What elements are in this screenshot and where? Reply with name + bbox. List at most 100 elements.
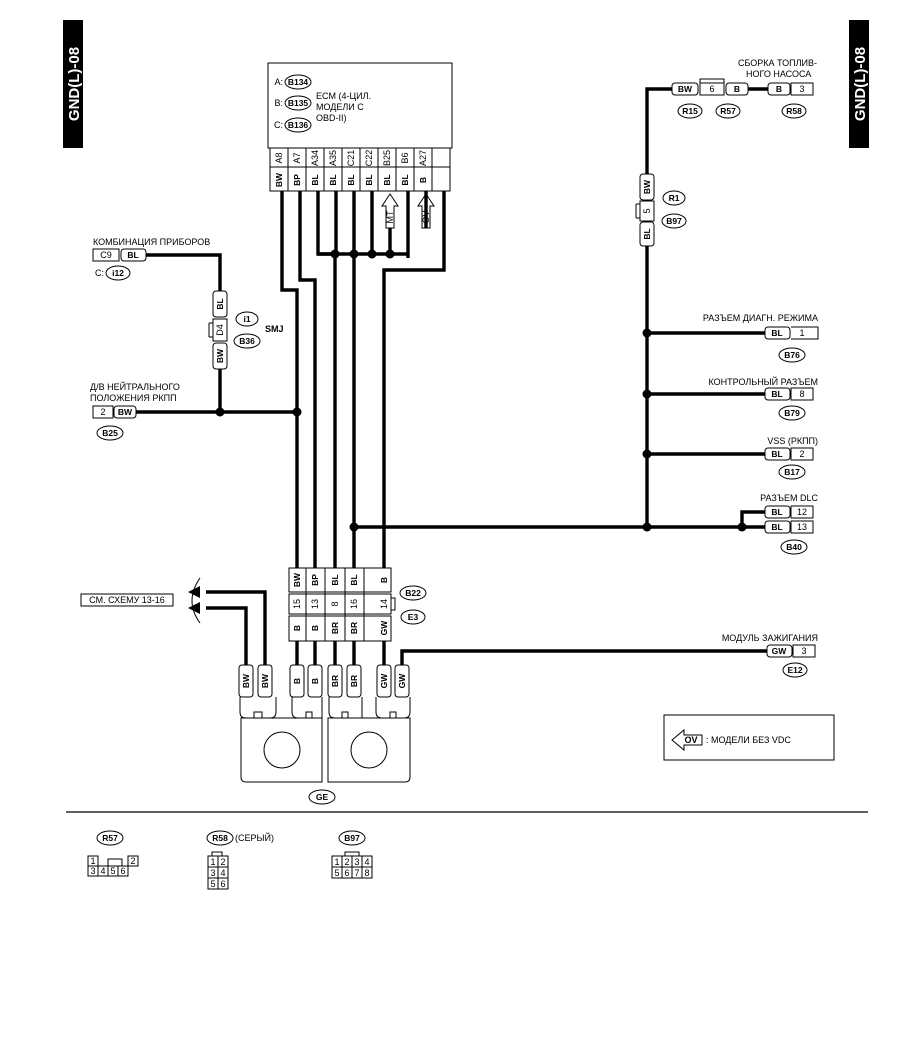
b97-cell: 6	[344, 868, 349, 878]
r58-cell: 5	[210, 879, 215, 889]
instrument-cluster-label: КОМБИНАЦИЯ ПРИБОРОВ	[93, 237, 210, 247]
smj-connector-1: i1	[243, 314, 250, 324]
check-connector-wire: BL	[771, 389, 782, 399]
legend-box: OV : МОДЕЛИ БЕЗ VDC	[663, 714, 835, 761]
vss-wire: BL	[771, 449, 782, 459]
r57-cell: 2	[130, 856, 135, 866]
see-scheme-reference: СМ. СХЕМУ 13-16	[80, 577, 201, 624]
r58-view-title: R58	[212, 833, 228, 843]
ecm-pin-3: A34	[310, 150, 320, 166]
r1-pin: 5	[642, 208, 652, 213]
neutral-switch: Д/В НЕЙТРАЛЬНОГО ПОЛОЖЕНИЯ РКПП 2 BW B25	[90, 381, 180, 441]
fuel-pump-wire-3: B	[776, 84, 782, 94]
check-connector-id: B79	[784, 408, 800, 418]
ecm-wire-9: B	[418, 177, 428, 183]
ecm-wire-4: BL	[328, 174, 338, 185]
r57-cell: 5	[110, 866, 115, 876]
b97-cell: 3	[354, 857, 359, 867]
page-tab-left: GND(L)-08	[63, 20, 83, 148]
page-tab-right: GND(L)-08	[849, 20, 869, 148]
mt-option-arrow: MT	[381, 193, 399, 229]
ignition-module: МОДУЛЬ ЗАЖИГАНИЯ GW 3 E12	[722, 633, 818, 678]
fuel-pump-label-line1: СБОРКА ТОПЛИВ-	[738, 58, 817, 68]
r57-cell: 1	[90, 856, 95, 866]
fuel-pump-pin-1: 6	[709, 84, 714, 94]
b22-wire-top-4: BL	[349, 574, 359, 585]
smj-wire-top: BL	[215, 298, 225, 309]
r58-cell: 4	[220, 868, 225, 878]
ecm-prefix-c: C:	[274, 120, 283, 130]
b22-wire-bottom-2: B	[310, 625, 320, 631]
r57-cell: 4	[100, 866, 105, 876]
ecm-prefix-b: B:	[274, 98, 283, 108]
ground-wire-8: GW	[397, 673, 407, 689]
connector-view-b97: B97 1 2 3 4 5 6 7 8	[331, 830, 373, 879]
smj-label: SMJ	[265, 324, 284, 334]
see-scheme-arrow-top	[188, 586, 200, 598]
ecm-pin-4: A35	[328, 150, 338, 166]
ecm-pin-row: A8 A7 A34 A35 C21 C22 B25 B6 A27 BW BP B…	[269, 147, 451, 192]
vss-label: VSS (РКПП)	[767, 436, 818, 446]
b22-wire-bottom-1: B	[292, 625, 302, 631]
connector-view-r58: R58 (СЕРЫЙ) 1 2 3 4 5 6	[206, 830, 274, 890]
ground-wire-1: BW	[241, 673, 251, 688]
diag-connector: РАЗЪЕМ ДИАГН. РЕЖИМА BL 1 B76	[703, 313, 819, 363]
instrument-cluster-connector: i12	[112, 268, 124, 278]
joint-connector-b22: BW BP BL BL B 15 13 8 16 14 B B BR BR GW…	[288, 567, 427, 642]
b22-wire-bottom-3: BR	[330, 622, 340, 634]
check-connector-label: КОНТРОЛЬНЫЙ РАЗЪЕМ	[709, 376, 818, 387]
diag-connector-label: РАЗЪЕМ ДИАГН. РЕЖИМА	[703, 313, 818, 323]
ecm-connector-b: B135	[288, 98, 309, 108]
b22-wire-top-3: BL	[330, 574, 340, 585]
junction-dots	[215, 249, 747, 532]
diag-connector-pin: 1	[799, 328, 804, 338]
ecm-pin-7: B25	[382, 150, 392, 166]
smj-connector-2: B36	[239, 336, 255, 346]
dlc-connector: РАЗЪЕМ DLC BL 12 BL 13 B40	[760, 493, 818, 555]
b22-wire-bottom-5: GW	[379, 620, 389, 636]
r58-cell: 3	[210, 868, 215, 878]
dlc-pin-1: 12	[797, 507, 807, 517]
ground-label: GE	[316, 792, 329, 802]
b97-cell: 4	[364, 857, 369, 867]
instrument-cluster-pin: C9	[100, 250, 112, 260]
ecm-wire-5: BL	[346, 174, 356, 185]
ecm-pin-1: A8	[274, 152, 284, 163]
ground-wire-4: B	[310, 678, 320, 684]
ecm-pin-9: A27	[418, 150, 428, 166]
neutral-switch-label-line1: Д/В НЕЙТРАЛЬНОГО	[90, 381, 180, 392]
ignition-module-wire: GW	[772, 646, 788, 656]
r1-wire-bottom: BL	[642, 228, 652, 239]
fuel-pump-connector-r57: R57	[720, 106, 736, 116]
r1-connector: R1	[669, 193, 680, 203]
diag-connector-id: B76	[784, 350, 800, 360]
ecm-wire-6: BL	[364, 174, 374, 185]
check-connector: КОНТРОЛЬНЫЙ РАЗЪЕМ BL 8 B79	[709, 376, 818, 421]
neutral-switch-label-line2: ПОЛОЖЕНИЯ РКПП	[90, 393, 177, 403]
neutral-switch-pin: 2	[100, 407, 105, 417]
instrument-cluster: КОМБИНАЦИЯ ПРИБОРОВ C9 BL C: i12	[92, 237, 210, 281]
ignition-module-pin: 3	[801, 646, 806, 656]
ecm-wire-3: BL	[310, 174, 320, 185]
dlc-connector-id: B40	[786, 542, 802, 552]
diag-connector-wire: BL	[771, 328, 782, 338]
dlc-wire-2: BL	[771, 522, 782, 532]
dlc-wire-1: BL	[771, 507, 782, 517]
ecm-pin-2: A7	[292, 152, 302, 163]
b22-pin-4: 16	[349, 599, 359, 609]
page-id-left: GND(L)-08	[66, 47, 83, 121]
ecm-title-line2: МОДЕЛИ С	[316, 102, 364, 112]
neutral-switch-connector: B25	[102, 428, 118, 438]
r58-cell: 1	[210, 857, 215, 867]
check-connector-pin: 8	[799, 389, 804, 399]
legend-symbol: OV	[684, 735, 697, 745]
ecm-wire-7: BL	[382, 174, 392, 185]
r58-cell: 6	[220, 879, 225, 889]
b22-wire-top-1: BW	[292, 572, 302, 587]
ecm-connector-c: B136	[288, 120, 309, 130]
instrument-cluster-wire: BL	[127, 250, 138, 260]
ecm-wire-1: BW	[274, 172, 284, 187]
ground-wire-6: BR	[349, 675, 359, 687]
neutral-switch-wire: BW	[118, 407, 133, 417]
